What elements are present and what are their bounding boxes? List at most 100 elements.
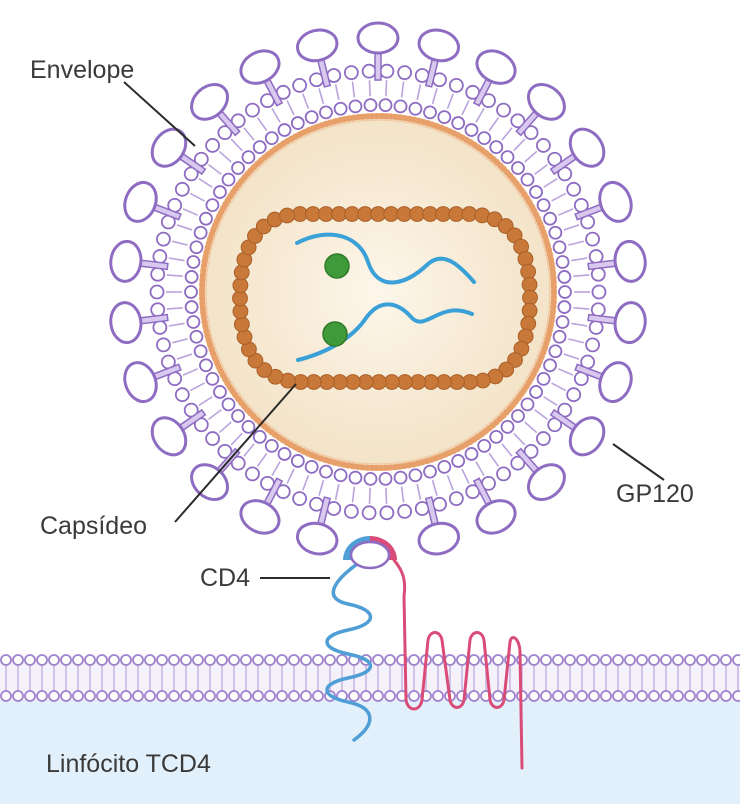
gp120-spike bbox=[239, 477, 284, 535]
capsid-leader bbox=[174, 383, 297, 523]
lipid-head bbox=[510, 455, 526, 471]
lipid-head bbox=[529, 385, 543, 399]
lipid-head bbox=[333, 468, 348, 483]
membrane-head bbox=[36, 654, 48, 666]
lipid-head bbox=[290, 454, 305, 468]
gp120-spike bbox=[472, 49, 517, 107]
lipid-head bbox=[150, 266, 166, 282]
lipid-head bbox=[292, 77, 308, 93]
membrane-head bbox=[540, 654, 552, 666]
lipid-head bbox=[511, 161, 525, 175]
membrane-head bbox=[672, 690, 684, 702]
lipid-head bbox=[184, 285, 198, 299]
lipid-head bbox=[543, 211, 557, 226]
lipid-head bbox=[304, 110, 319, 125]
membrane-head bbox=[288, 654, 300, 666]
lipid-head bbox=[536, 372, 551, 386]
membrane-head bbox=[672, 654, 684, 666]
lipid-head bbox=[184, 300, 199, 314]
membrane-head bbox=[324, 654, 336, 666]
lipid-head bbox=[510, 113, 526, 129]
membrane-head bbox=[432, 654, 444, 666]
lipid-head bbox=[193, 344, 208, 359]
membrane-head bbox=[612, 690, 624, 702]
membrane-head bbox=[732, 654, 740, 666]
lipid-head bbox=[423, 464, 437, 479]
lipid-head bbox=[184, 270, 199, 284]
membrane-head bbox=[84, 654, 96, 666]
membrane-head bbox=[492, 690, 504, 702]
membrane-head bbox=[48, 654, 60, 666]
lipid-head bbox=[423, 105, 437, 120]
membrane-head bbox=[432, 690, 444, 702]
gp120-spike bbox=[515, 447, 566, 501]
membrane-head bbox=[204, 690, 216, 702]
lipid-head bbox=[477, 131, 492, 146]
gp120-spike bbox=[123, 361, 182, 404]
gp120-spike bbox=[239, 49, 284, 107]
membrane-head bbox=[300, 654, 312, 666]
membrane-head bbox=[240, 690, 252, 702]
membrane-head bbox=[216, 654, 228, 666]
membrane-head bbox=[144, 690, 156, 702]
lipid-head bbox=[213, 385, 227, 399]
gp120-spike bbox=[356, 21, 400, 81]
membrane-head bbox=[96, 690, 108, 702]
lipid-head bbox=[523, 125, 539, 141]
lipid-head bbox=[552, 329, 567, 344]
lipid-head bbox=[477, 438, 492, 453]
membrane-head bbox=[120, 690, 132, 702]
membrane-head bbox=[468, 690, 480, 702]
lipid-head bbox=[379, 505, 395, 521]
membrane-head bbox=[660, 690, 672, 702]
membrane-head bbox=[60, 654, 72, 666]
lipid-head bbox=[221, 397, 236, 412]
membrane-head bbox=[336, 654, 348, 666]
lipid-head bbox=[496, 466, 511, 482]
membrane-head bbox=[612, 654, 624, 666]
membrane-head bbox=[732, 690, 740, 702]
lipid-head bbox=[292, 491, 308, 507]
lipid-head bbox=[500, 150, 515, 165]
lipid-head bbox=[156, 231, 171, 247]
membrane-head bbox=[636, 690, 648, 702]
lipid-head bbox=[199, 211, 213, 226]
membrane-head bbox=[180, 690, 192, 702]
membrane-head bbox=[372, 654, 384, 666]
lipid-head bbox=[217, 125, 233, 141]
lipid-head bbox=[496, 102, 511, 118]
receptor-binding-site bbox=[343, 536, 397, 570]
membrane-head bbox=[636, 654, 648, 666]
enzyme-1 bbox=[324, 253, 350, 279]
lipid-head bbox=[448, 77, 464, 93]
lipid-head bbox=[152, 249, 168, 264]
lipid-head bbox=[343, 65, 359, 81]
rna-strand-1 bbox=[295, 232, 476, 285]
lipid-head bbox=[529, 185, 543, 199]
gp120-spike bbox=[587, 239, 647, 283]
lipid-head bbox=[464, 447, 479, 461]
lipid-head bbox=[523, 443, 539, 459]
membrane-head bbox=[360, 690, 372, 702]
lipid-head bbox=[555, 255, 570, 269]
lipid-head bbox=[348, 470, 363, 485]
gp120-spike bbox=[472, 477, 517, 535]
lipid-head bbox=[408, 468, 423, 483]
membrane-head bbox=[348, 690, 360, 702]
gp120-label: GP120 bbox=[616, 480, 694, 508]
lipid-head bbox=[174, 181, 190, 197]
membrane-head bbox=[72, 690, 84, 702]
lipid-head bbox=[156, 337, 171, 353]
membrane-head bbox=[228, 654, 240, 666]
lipid-head bbox=[245, 102, 260, 118]
gp120-spike bbox=[574, 361, 633, 404]
lipid-head bbox=[149, 284, 165, 300]
membrane-head bbox=[228, 690, 240, 702]
membrane-head bbox=[528, 690, 540, 702]
capsid bbox=[232, 206, 538, 390]
lipid-head bbox=[520, 172, 535, 187]
lipid-head bbox=[319, 105, 333, 120]
lipid-head bbox=[186, 255, 201, 269]
